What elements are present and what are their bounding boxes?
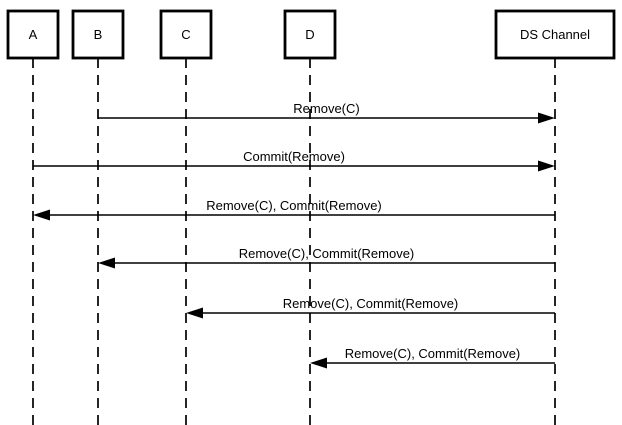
actor-box-D: [283, 9, 337, 60]
message-arrowhead-3: [33, 209, 50, 221]
message-arrowhead-2: [538, 160, 555, 172]
actor-box-A: [6, 9, 60, 60]
message-label-6: Remove(C), Commit(Remove): [345, 346, 521, 361]
message-label-4: Remove(C), Commit(Remove): [239, 246, 415, 261]
actor-label-B: B: [94, 27, 103, 42]
message-arrowhead-5: [186, 307, 203, 319]
message-label-1: Remove(C): [293, 101, 359, 116]
message-arrowhead-6: [310, 357, 327, 369]
actor-label-D: D: [305, 27, 314, 42]
message-label-5: Remove(C), Commit(Remove): [283, 296, 459, 311]
message-arrowhead-4: [98, 257, 115, 269]
message-arrowhead-1: [538, 112, 555, 124]
actor-box-B: [71, 9, 125, 60]
actor-box-C: [159, 9, 213, 60]
actor-label-C: C: [181, 27, 190, 42]
message-label-2: Commit(Remove): [243, 149, 345, 164]
message-label-3: Remove(C), Commit(Remove): [206, 198, 382, 213]
actor-box-DS: [494, 9, 616, 60]
actor-label-DS: DS Channel: [520, 27, 590, 42]
actor-label-A: A: [29, 27, 38, 42]
